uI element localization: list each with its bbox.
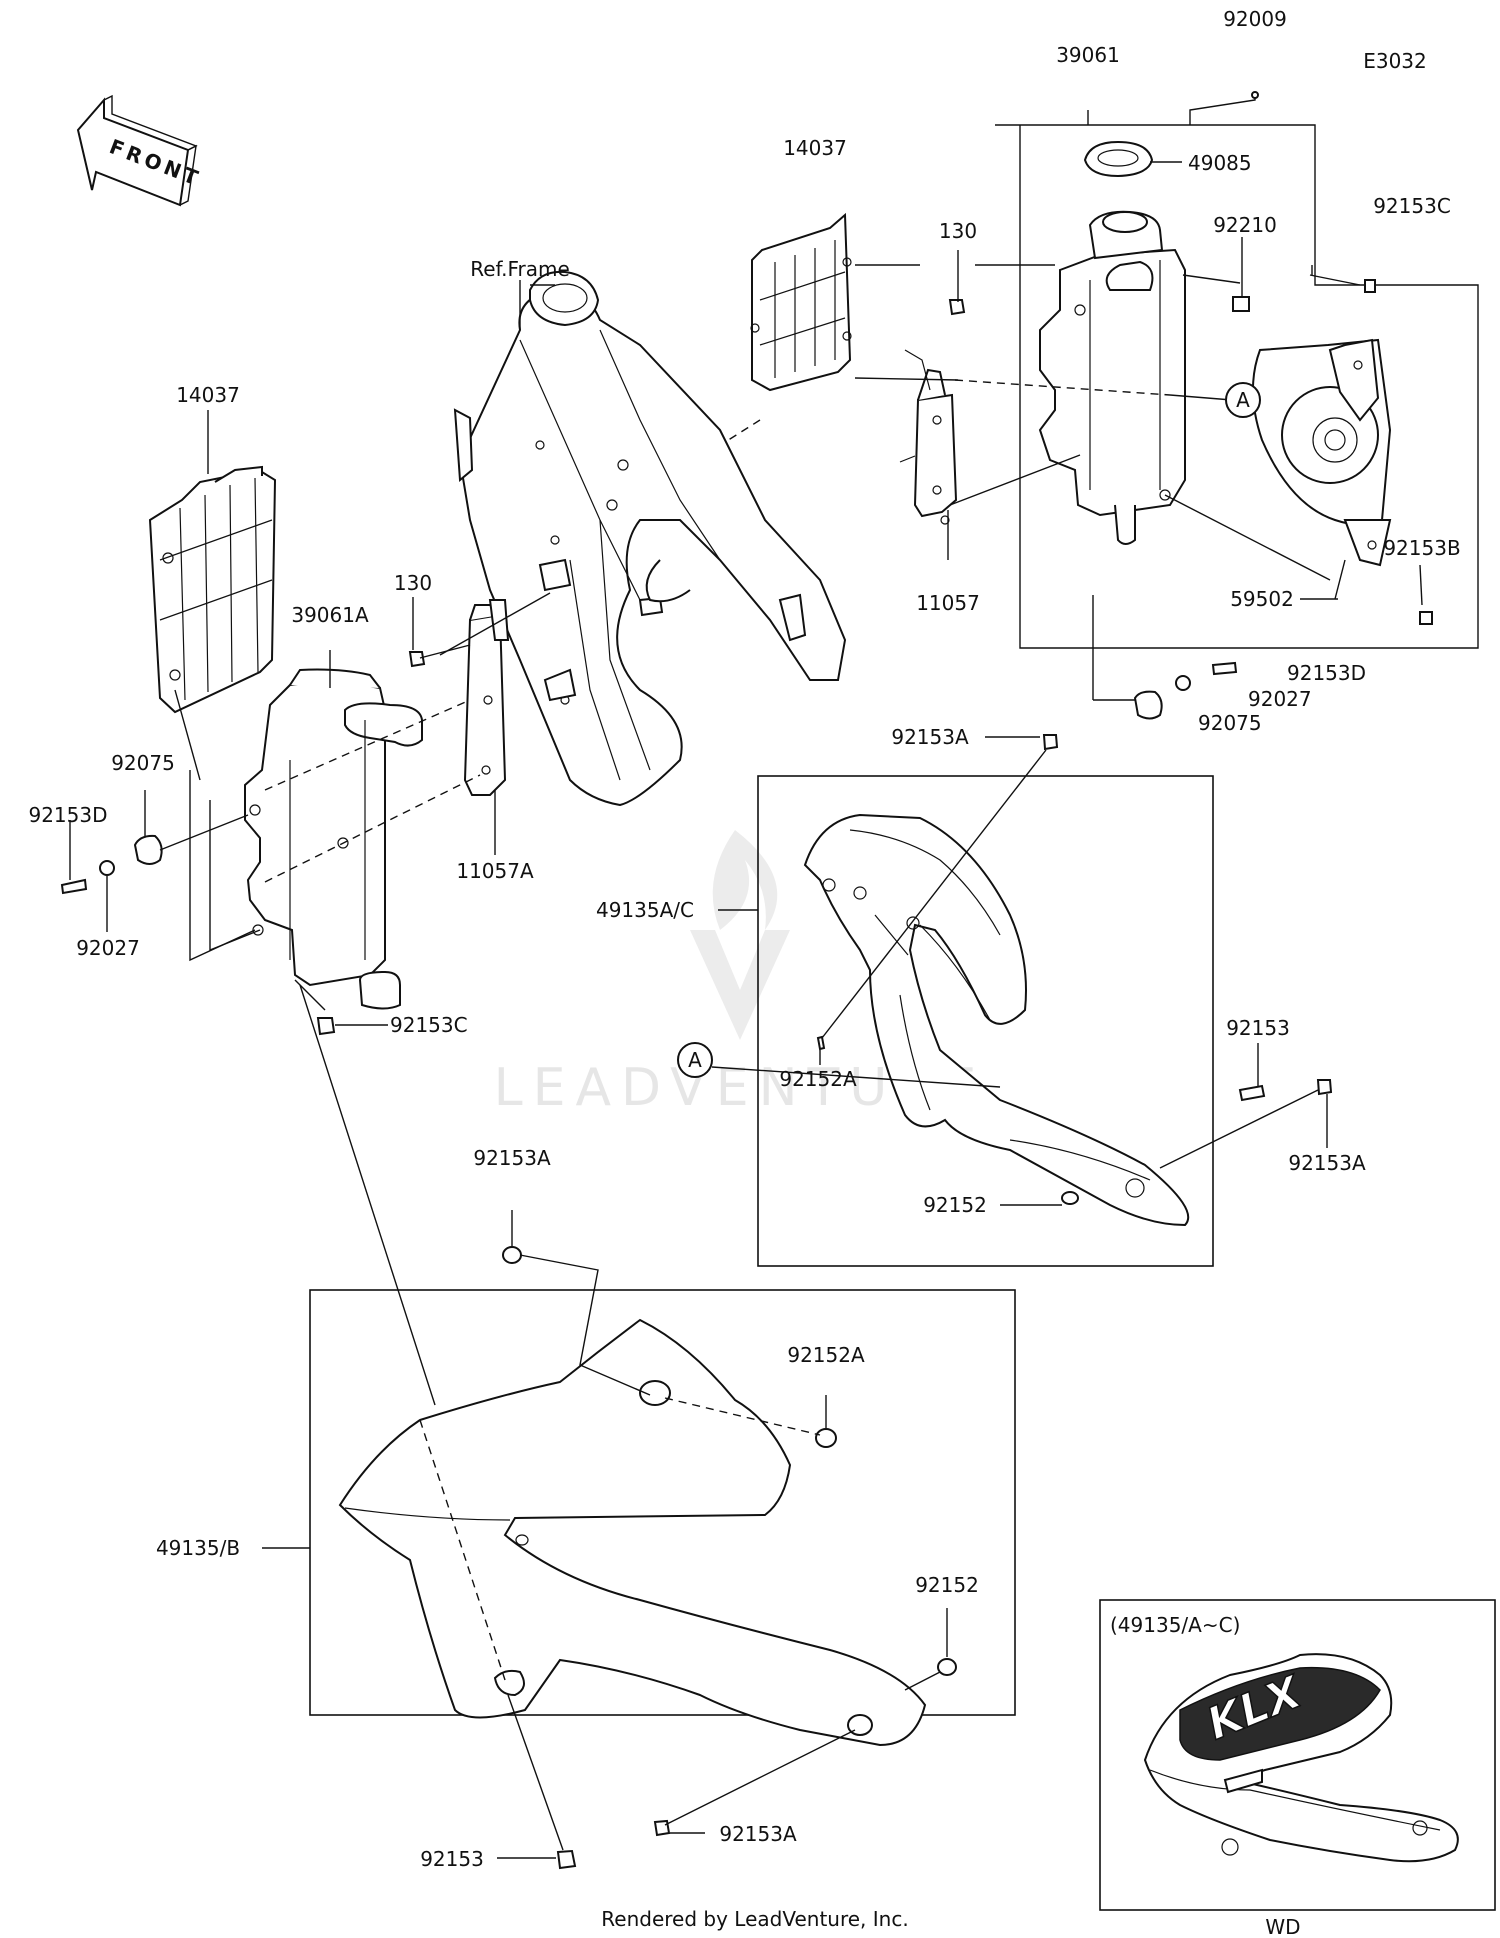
- frame-reference: [453, 270, 847, 807]
- radiator-grille-left: [148, 465, 277, 714]
- grommet-92075-left-icon: [133, 834, 163, 865]
- bracket-11057: [899, 349, 958, 525]
- callout-92153-shroud: 92153: [1226, 1016, 1290, 1040]
- bolt-92153A-shroud-icon: [1042, 734, 1059, 751]
- grommet-92075-right-icon: [1133, 690, 1163, 720]
- callout-59502: 59502: [1230, 587, 1294, 611]
- bolt-92153A-lower-bottom-icon: [653, 1819, 671, 1837]
- callout-92027-left: 92027: [76, 936, 140, 960]
- bolt-92153B-icon: [1419, 611, 1433, 625]
- callout-92027-right: 92027: [1248, 687, 1312, 711]
- bolt-92153D-left-icon: [60, 878, 88, 895]
- callout-92152A-lower: 92152A: [787, 1343, 865, 1367]
- callout-92153-lower: 92153: [420, 1847, 484, 1871]
- callout-49135AC: 49135A/C: [596, 898, 694, 922]
- callout-92210: 92210: [1213, 213, 1277, 237]
- callout-14037-left: 14037: [176, 383, 240, 407]
- fasteners-left-group: [60, 651, 426, 1036]
- bolt-92153D-right-icon: [1211, 661, 1238, 676]
- callout-92152-shroud: 92152: [923, 1193, 987, 1217]
- callout-92153A-lower-top: 92153A: [473, 1146, 551, 1170]
- collar-92027-right-icon: [1175, 675, 1191, 691]
- callout-130-left: 130: [394, 571, 432, 595]
- marker-A-top-label: A: [1236, 388, 1250, 412]
- washer-92153A-lower-top-icon: [502, 1246, 522, 1264]
- footer-credit: Rendered by LeadVenture, Inc.: [601, 1907, 908, 1931]
- bolt-92153C-left-icon: [316, 1017, 336, 1036]
- radiator-left: [244, 668, 423, 1010]
- callout-92075-left: 92075: [111, 751, 175, 775]
- bolt-92153-shroud-icon: [1238, 1084, 1266, 1102]
- bolt-92153A-shroud-right-icon: [1316, 1079, 1333, 1096]
- callout-92153D-left: 92153D: [28, 803, 107, 827]
- clip-92210-icon: [1232, 296, 1250, 312]
- callout-92153A-shroud: 92153A: [891, 725, 969, 749]
- callout-39061: 39061: [1056, 43, 1120, 67]
- inset-color-variant: (49135/A~C) KLX WD: [1099, 1599, 1496, 1938]
- right-radiator-group: [995, 110, 1479, 701]
- callout-92152A-shroud: 92152A: [779, 1067, 857, 1091]
- callout-14037-top: 14037: [783, 136, 847, 160]
- collar-92027-left-icon: [99, 860, 115, 876]
- marker-A-top: A: [1225, 382, 1261, 418]
- bolt-92153C-top-icon: [1364, 279, 1376, 293]
- radiator-grille-right: [750, 212, 852, 392]
- callout-92153A-lower-bottom: 92153A: [719, 1822, 797, 1846]
- fasteners-right-group: [948, 279, 1433, 720]
- callout-39061A: 39061A: [291, 603, 369, 627]
- callout-92153C-top: 92153C: [1373, 194, 1451, 218]
- diagram-code: E3032: [1363, 49, 1427, 73]
- callout-92009: 92009: [1223, 7, 1287, 31]
- callout-11057: 11057: [916, 591, 980, 615]
- radiator-cap: [1083, 91, 1259, 178]
- callout-130-top: 130: [939, 219, 977, 243]
- shroud-B-group: [262, 1210, 1016, 1870]
- callout-11057A: 11057A: [456, 859, 534, 883]
- callout-49085: 49085: [1188, 151, 1252, 175]
- bracket-11057A: [463, 599, 510, 796]
- inset-caption: WD: [1265, 1915, 1300, 1938]
- clip-92152A-shroud-icon: [816, 1035, 826, 1051]
- washer-92152A-lower-icon: [815, 1428, 837, 1448]
- callout-92152-lower: 92152: [915, 1573, 979, 1597]
- cooling-fan: [1252, 338, 1392, 567]
- callout-92153A-shroud-right: 92153A: [1288, 1151, 1366, 1175]
- leader-lines-left: [69, 410, 551, 1406]
- callout-92153D-right: 92153D: [1287, 661, 1366, 685]
- bolt-92153-lower-icon: [556, 1849, 577, 1870]
- callout-ref-frame: Ref.Frame: [470, 257, 570, 281]
- radiator-right: [1038, 210, 1186, 545]
- callout-92153B: 92153B: [1383, 536, 1460, 560]
- callout-92075-right: 92075: [1198, 711, 1262, 735]
- bolt-130-left-icon: [408, 651, 426, 668]
- marker-A-bottom: A: [677, 1042, 713, 1078]
- screw-92009-icon: [1251, 91, 1259, 99]
- callout-92153C-left: 92153C: [390, 1013, 468, 1037]
- washer-92152-lower-icon: [937, 1658, 957, 1676]
- front-direction-arrow: FRONT: [76, 94, 205, 207]
- inset-title: (49135/A~C): [1110, 1613, 1240, 1637]
- callout-labels: 39061 92009 49085 92210 92153C 14037 130…: [28, 7, 1460, 1871]
- shroud-AC-group: [711, 734, 1333, 1267]
- bolt-130-top-icon: [948, 299, 966, 316]
- leader-lines-right: [609, 98, 1423, 606]
- callout-49135B: 49135/B: [156, 1536, 240, 1560]
- washer-92152-shroud-icon: [1061, 1191, 1079, 1205]
- marker-A-bottom-label: A: [688, 1048, 702, 1072]
